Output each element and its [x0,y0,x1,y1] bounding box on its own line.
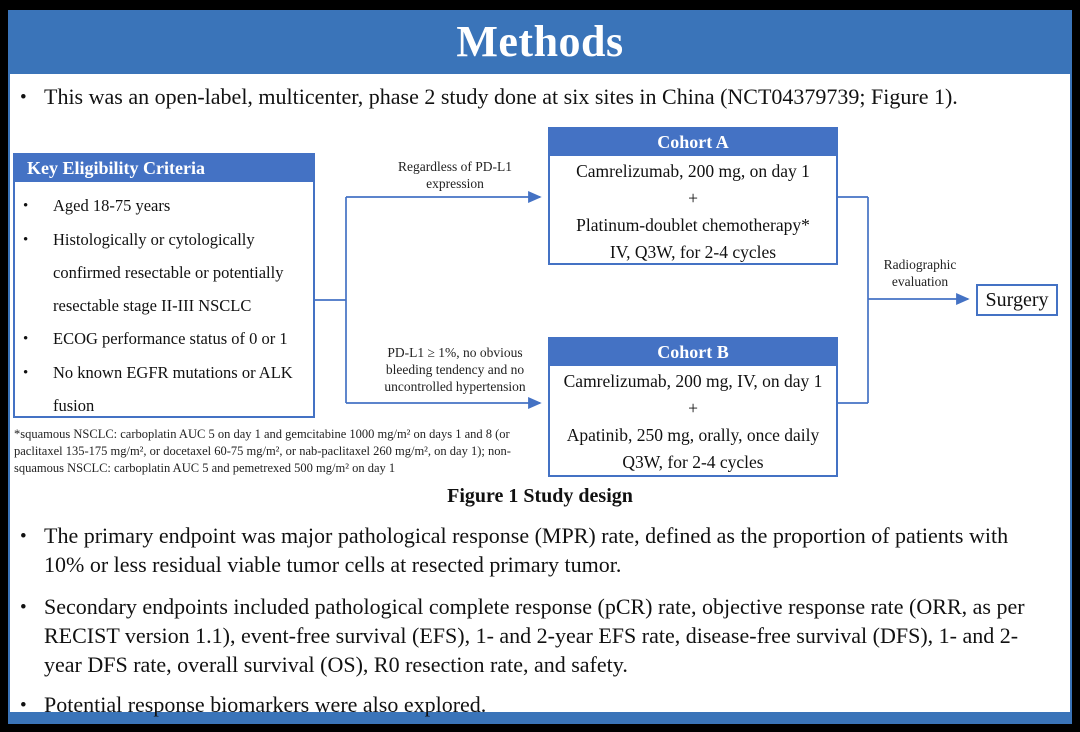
eligibility-box: Key Eligibility Criteria • Aged 18-75 ye… [13,153,315,418]
secondary-endpoints-bullet: • Secondary endpoints included pathologi… [20,592,1046,679]
cohort-b-box: Cohort B Camrelizumab, 200 mg, IV, on da… [548,337,838,477]
branch-label-pdl1-positive: PD-L1 ≥ 1%, no obvious bleeding tendency… [384,345,526,394]
figure-caption: Figure 1 Study design [447,485,633,507]
bullet-marker: • [20,87,27,108]
eligibility-item-text: No known EGFR mutations or ALK fusion [53,363,293,415]
title-band: Methods [8,10,1072,72]
list-item: • Aged 18-75 years [23,189,309,223]
bullet-marker: • [20,526,27,547]
bullet-marker: • [23,198,29,214]
chemotherapy-footnote: *squamous NSCLC: carboplatin AUC 5 on da… [14,427,511,475]
branch-label-pdl1-any: Regardless of PD-L1 expression [398,159,512,191]
cohort-b-header: Cohort B [550,339,836,366]
intro-bullet-text: This was an open-label, multicenter, pha… [44,84,958,109]
list-item: • No known EGFR mutations or ALK fusion [23,356,309,422]
eligibility-list: • Aged 18-75 years • Histologically or c… [15,182,313,422]
bullet-marker: • [20,597,27,618]
biomarkers-bullet: • Potential response biomarkers were als… [20,690,1046,720]
eligibility-header: Key Eligibility Criteria [15,155,313,182]
radiographic-evaluation-label: Radiographic evaluation [883,257,957,289]
surgery-box: Surgery [976,284,1058,316]
bullet-marker: • [23,365,29,381]
bullet-marker: • [23,331,29,347]
bullet-marker: • [20,695,27,716]
cohort-a-line: + [688,188,698,208]
list-item: • Histologically or cytologically confir… [23,223,309,322]
cohort-b-line: Q3W, for 2-4 cycles [622,452,764,472]
cohort-a-line: Camrelizumab, 200 mg, on day 1 [576,161,810,181]
cohort-a-line: IV, Q3W, for 2-4 cycles [609,242,777,262]
cohort-b-line: Apatinib, 250 mg, orally, once daily [566,425,820,445]
list-item: • ECOG performance status of 0 or 1 [23,322,309,356]
eligibility-item-text: ECOG performance status of 0 or 1 [53,329,288,348]
eligibility-item-text: Histologically or cytologically confirme… [53,230,284,315]
cohort-a-box: Cohort A Camrelizumab, 200 mg, on day 1 … [548,127,838,265]
primary-endpoint-text: The primary endpoint was major pathologi… [44,523,1009,577]
biomarkers-text: Potential response biomarkers were also … [44,692,487,717]
eligibility-item-text: Aged 18-75 years [53,196,171,215]
cohort-a-body: Camrelizumab, 200 mg, on day 1 + Platinu… [550,156,836,266]
cohort-a-header: Cohort A [550,129,836,156]
cohort-b-line: Camrelizumab, 200 mg, IV, on day 1 [563,371,823,391]
cohort-b-line: + [688,398,698,418]
primary-endpoint-bullet: • The primary endpoint was major patholo… [20,521,1046,579]
cohort-b-body: Camrelizumab, 200 mg, IV, on day 1 + Apa… [550,366,836,476]
page-title: Methods [456,16,624,66]
bullet-marker: • [23,232,29,248]
secondary-endpoints-text: Secondary endpoints included pathologica… [44,594,1025,677]
cohort-a-line: Platinum-doublet chemotherapy* [576,215,810,235]
intro-bullet: • This was an open-label, multicenter, p… [20,82,1050,112]
